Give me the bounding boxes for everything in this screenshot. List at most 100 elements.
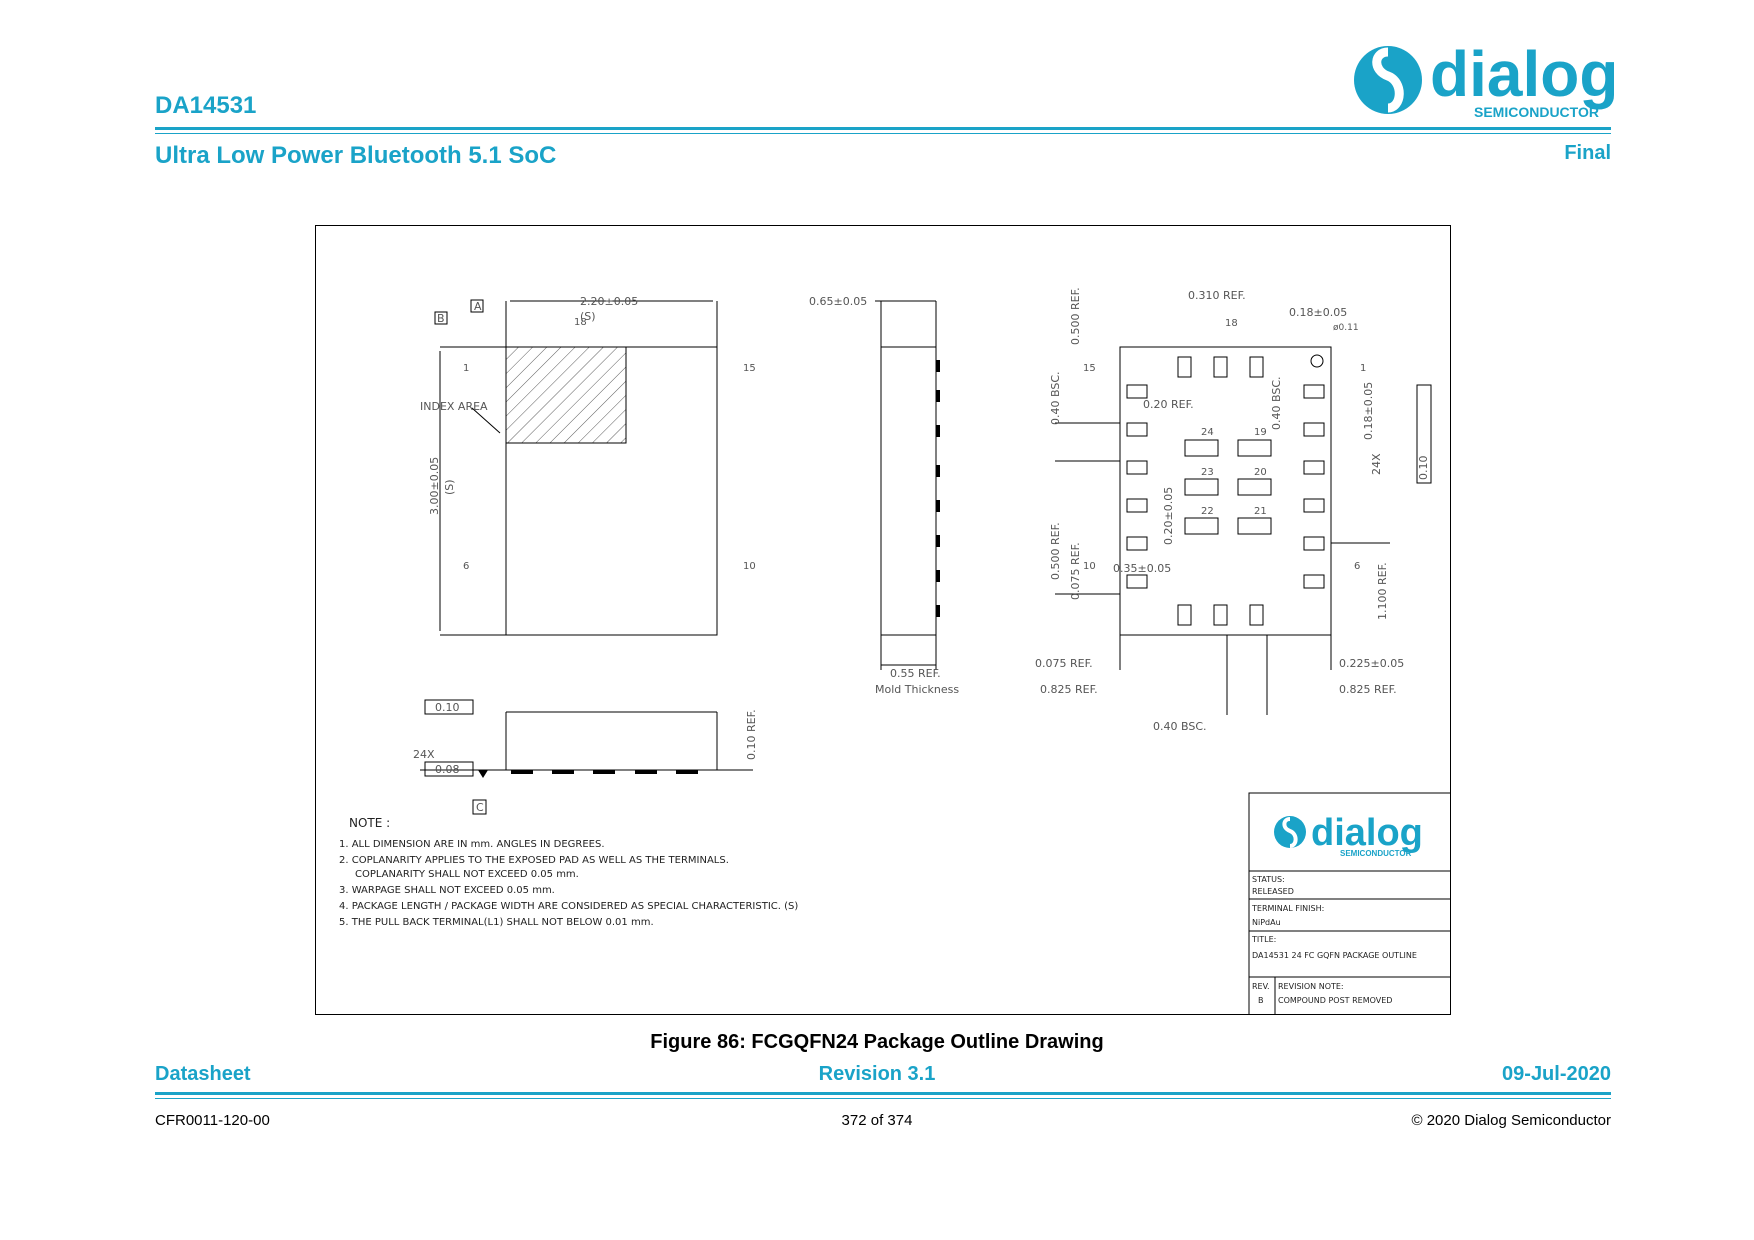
dim-length-s: (S) — [443, 479, 456, 495]
tb-status-value: RELEASED — [1252, 887, 1294, 896]
footer-rule-bottom — [155, 1098, 1611, 1099]
side-terminals — [478, 360, 940, 778]
datum-a-box — [470, 299, 484, 313]
dim-035: 0.35±0.05 — [1113, 562, 1171, 575]
pin-label-19: 19 — [1254, 427, 1267, 438]
pin-label-18-bottom: 18 — [1225, 318, 1238, 329]
drawing-frame — [315, 225, 1451, 1015]
note-3: 3. WARPAGE SHALL NOT EXCEED 0.05 mm. — [339, 885, 555, 896]
pin1-marker — [1310, 354, 1324, 368]
tb-title-value: DA14531 24 FC GQFN PACKAGE OUTLINE — [1252, 951, 1417, 960]
tb-revnote-label: REVISION NOTE: — [1278, 982, 1344, 991]
document-status: Final — [1564, 142, 1611, 164]
fcf-position — [1416, 384, 1432, 484]
dim-0075: 0.075 REF. — [1069, 542, 1082, 600]
logo-sub: SEMICONDUCTOR — [1474, 104, 1599, 120]
footer-rule-top — [155, 1092, 1611, 1095]
fcf-coplanarity — [424, 761, 474, 777]
note-4: 4. PACKAGE LENGTH / PACKAGE WIDTH ARE CO… — [339, 901, 798, 912]
note-2: 2. COPLANARITY APPLIES TO THE EXPOSED PA… — [339, 855, 729, 866]
header-rule-bottom — [155, 133, 1611, 134]
pin-label-21: 21 — [1254, 506, 1267, 517]
pin-label-6: 6 — [463, 561, 469, 572]
fcf-parallelism-value: 0.10 — [435, 701, 460, 714]
fcf-coplanarity-value: 0.08 — [435, 763, 460, 776]
dim-length: 3.00±0.05 — [428, 457, 441, 515]
note-1: 1. ALL DIMENSION ARE IN mm. ANGLES IN DE… — [339, 839, 605, 850]
dim-thickness: 0.65±0.05 — [809, 295, 867, 308]
mold-label: Mold Thickness — [875, 683, 959, 696]
document-subtitle: Ultra Low Power Bluetooth 5.1 SoC — [155, 142, 557, 169]
dim-010-ref: 0.10 REF. — [745, 709, 758, 760]
pin-label-6-bottom: 6 — [1354, 561, 1360, 572]
datum-b-box — [434, 311, 448, 325]
package-outline-drawing: 1 6 15 10 18 1 6 15 10 18 24 19 23 20 22… — [315, 225, 1451, 1015]
dim-0500-b: 0.500 REF. — [1049, 522, 1062, 580]
tb-finish-label: TERMINAL FINISH: — [1251, 904, 1324, 913]
datum-b-label: B — [437, 312, 445, 325]
note-5: 5. THE PULL BACK TERMINAL(L1) SHALL NOT … — [339, 917, 654, 928]
title-block-logo-word: dialog — [1311, 812, 1423, 854]
footer-copyright: © 2020 Dialog Semiconductor — [1411, 1112, 1612, 1129]
dim-mold: 0.55 REF. — [890, 667, 941, 680]
dim-018: 0.18±0.05 — [1289, 306, 1347, 319]
dim-0225: 0.225±0.05 — [1339, 657, 1404, 670]
pin-label-15: 15 — [743, 363, 756, 374]
tb-status-label: STATUS: — [1252, 875, 1285, 884]
footer-code: CFR0011-120-00 — [155, 1112, 270, 1129]
pin-label-24: 24 — [1201, 427, 1214, 438]
datum-c-label: C — [476, 801, 484, 814]
bottom-view-body — [1119, 346, 1332, 636]
tb-rev-value: B — [1258, 996, 1264, 1005]
tb-finish-value: NiPdAu — [1252, 918, 1281, 927]
title-block — [1248, 792, 1451, 1015]
note-header: NOTE : — [349, 816, 390, 830]
fcf-parallelism — [424, 699, 474, 715]
dim-0825-b: 0.825 REF. — [1339, 683, 1397, 696]
index-area-hatch — [505, 346, 627, 444]
dim-width-s: (S) — [580, 310, 596, 323]
dim-040bsc-c: 0.40 BSC. — [1153, 720, 1207, 733]
footer-doc-type: Datasheet — [155, 1063, 251, 1085]
pin-label-22: 22 — [1201, 506, 1214, 517]
dim-018-b: 0.18±0.05 — [1362, 382, 1375, 440]
datum-c-box — [472, 799, 487, 815]
title-block-logo: dialog SEMICONDUCTOR — [1274, 812, 1423, 858]
pin-label-10: 10 — [743, 561, 756, 572]
terminal-pads — [1126, 356, 1325, 626]
header-rule-top — [155, 127, 1611, 130]
pin-label-23: 23 — [1201, 467, 1214, 478]
dim-1100: 1.100 REF. — [1376, 562, 1389, 620]
tb-title-label: TITLE: — [1251, 935, 1276, 944]
document-id: DA14531 — [155, 92, 257, 119]
dim-040bsc-a: 0.40 BSC. — [1049, 371, 1062, 425]
pin-label-1: 1 — [463, 363, 469, 374]
dialog-logo: dialog SEMICONDUCTOR — [1354, 38, 1614, 120]
tb-revnote-value: COMPOUND POST REMOVED — [1278, 996, 1392, 1005]
fcf-position-value: 0.10 — [1417, 456, 1430, 481]
datum-a-label: A — [474, 300, 482, 313]
footer-revision: Revision 3.1 — [818, 1063, 936, 1085]
dim-width: 2.20±0.05 — [580, 295, 638, 308]
figure-caption: Figure 86: FCGQFN24 Package Outline Draw… — [650, 1031, 1104, 1053]
title-block-logo-sub: SEMICONDUCTOR — [1340, 849, 1412, 858]
dim-020-b: 0.20±0.05 — [1162, 487, 1175, 545]
dim-24x: 24X — [1370, 453, 1383, 475]
note-2-cont: COPLANARITY SHALL NOT EXCEED 0.05 mm. — [355, 869, 579, 880]
side-view-body — [880, 346, 937, 636]
dim-020-ref: 0.20 REF. — [1143, 398, 1194, 411]
dim-0075-b: 0.075 REF. — [1035, 657, 1093, 670]
index-area-label: INDEX AREA — [420, 400, 488, 413]
pin-label-20: 20 — [1254, 467, 1267, 478]
footer-date: 09-Jul-2020 — [1502, 1063, 1611, 1085]
pin-label-15-bottom: 15 — [1083, 363, 1096, 374]
dim-011: ø0.11 — [1333, 323, 1359, 333]
fcf-24x: 24X — [413, 748, 435, 761]
footer-page: 372 of 374 — [841, 1112, 913, 1129]
dim-0500: 0.500 REF. — [1069, 287, 1082, 345]
dim-0310: 0.310 REF. — [1188, 289, 1246, 302]
pin-label-18: 18 — [574, 317, 587, 328]
dim-040bsc-b: 0.40 BSC. — [1270, 376, 1283, 430]
tb-rev-label: REV. — [1252, 982, 1270, 991]
dim-0825-a: 0.825 REF. — [1040, 683, 1098, 696]
